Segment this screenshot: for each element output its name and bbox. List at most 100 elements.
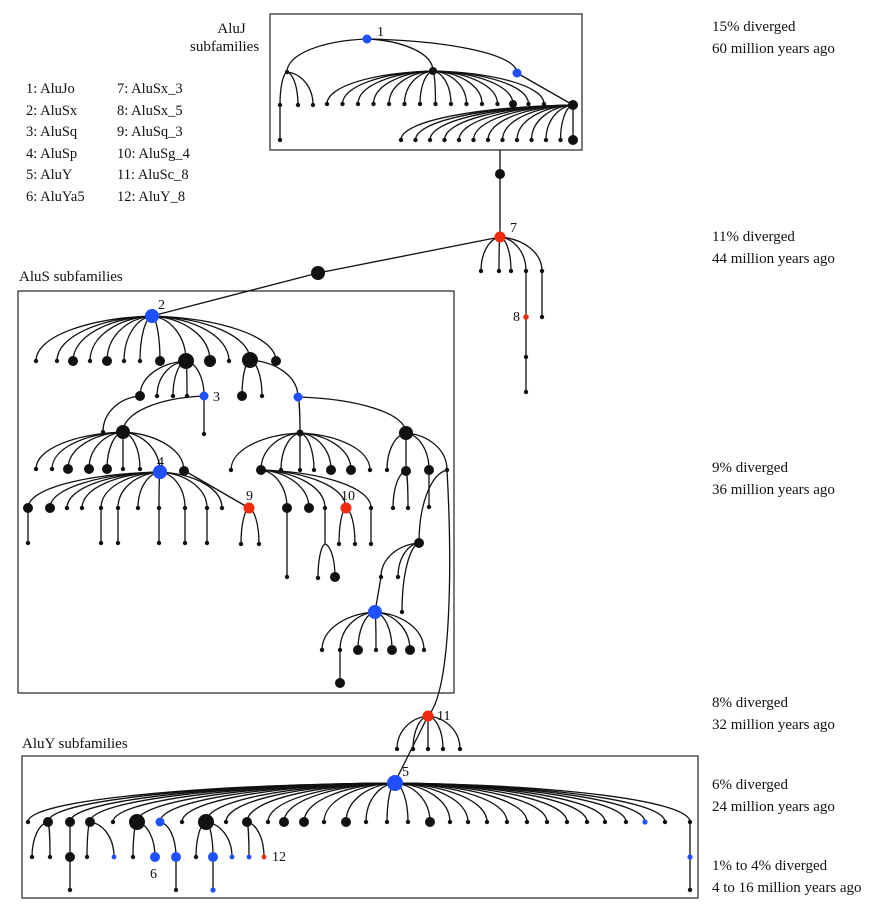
tree-node-111 [346, 465, 356, 475]
tree-node-11 [386, 101, 392, 107]
tree-node-30 [500, 137, 505, 143]
aluy-box [21, 755, 699, 899]
tree-node-59 [226, 358, 232, 364]
tree-node-177 [564, 819, 570, 825]
tree-edge-189 [89, 821, 115, 858]
tree-node-197 [210, 887, 216, 893]
tree-node-114 [304, 503, 314, 513]
tree-node-151 [25, 819, 31, 825]
tree-edge-61 [151, 315, 277, 362]
tree-edge-83 [100, 471, 161, 509]
tree-node-186 [65, 852, 75, 862]
aluj-box [269, 13, 583, 151]
tree-edge-33 [545, 104, 574, 141]
tree-node-94 [98, 540, 104, 546]
tree-node-54 [121, 358, 127, 364]
tree-node-18 [495, 101, 500, 107]
tree-node-136 [319, 647, 325, 653]
tree-node-192 [171, 852, 181, 862]
tree-node-194 [193, 854, 199, 860]
tree-edge-192 [159, 821, 177, 858]
node-label-12: 12 [272, 850, 286, 865]
tree-edge-145 [396, 715, 429, 750]
tree-node-141 [405, 645, 415, 655]
tree-node-99 [153, 465, 167, 479]
key-entry-3: 3: AluSq [26, 124, 78, 140]
tree-edge-84 [117, 471, 161, 509]
tree-node-115 [322, 505, 328, 511]
tree-node-150 [422, 710, 434, 722]
tree-node-71 [49, 466, 55, 472]
tree-node-90 [243, 502, 255, 514]
tree-edge-144 [427, 469, 451, 717]
tree-node-112 [367, 467, 373, 473]
tree-edge-54 [123, 315, 153, 362]
tree-edge-49 [35, 315, 153, 362]
tree-node-23 [398, 137, 404, 143]
tree-node-93 [25, 540, 31, 546]
tree-node-142 [421, 647, 427, 653]
key-entry-8: 8: AluSx_5 [117, 102, 183, 119]
tree-edge-27 [458, 104, 574, 141]
tree-node-36 [362, 34, 372, 44]
tree-node-144 [145, 309, 159, 323]
tree-node-132 [378, 574, 384, 580]
tree-node-13 [417, 101, 423, 107]
tree-node-72 [63, 464, 73, 474]
tree-node-157 [155, 817, 165, 827]
tree-node-15 [448, 101, 454, 107]
tree-node-40 [508, 268, 514, 274]
tree-node-118 [336, 541, 342, 547]
tree-edges [27, 38, 691, 890]
tree-node-165 [321, 819, 327, 825]
tree-node-24 [413, 137, 418, 143]
tree-node-25 [427, 137, 433, 143]
tree-node-176 [544, 819, 550, 825]
key-entry-5: 5: AluY [26, 167, 73, 183]
tree-node-146 [410, 746, 416, 752]
tree-node-135 [368, 605, 382, 619]
tree-node-35 [568, 135, 578, 145]
tree-node-191 [150, 852, 160, 862]
tree-nodes [23, 34, 693, 893]
node-label-8: 8 [513, 310, 520, 325]
tree-edge-59 [151, 315, 230, 362]
tree-edge-68 [122, 395, 205, 433]
tree-edge-88 [159, 471, 208, 509]
node-label-5: 5 [402, 765, 409, 780]
tree-node-10 [371, 101, 376, 107]
tree-edge-5 [286, 71, 299, 106]
tree-node-6 [277, 137, 283, 143]
tree-node-17 [479, 101, 485, 107]
tree-node-26 [442, 137, 447, 143]
tree-node-156 [129, 814, 145, 830]
tree-node-68 [116, 425, 130, 439]
tree-node-134 [399, 609, 405, 615]
tree-node-143 [335, 678, 345, 688]
tree-node-27 [456, 137, 462, 143]
tree-node-148 [440, 746, 446, 752]
tree-node-28 [471, 137, 476, 143]
tree-edge-198 [246, 821, 250, 858]
tree-edge-22 [432, 70, 545, 105]
tree-node-155 [110, 819, 116, 825]
tree-node-130 [426, 504, 432, 510]
tree-edge-80 [49, 471, 161, 509]
tree-node-117 [368, 505, 374, 511]
key-entry-1: 1: AluJo [26, 81, 75, 97]
tree-node-162 [265, 819, 271, 825]
tree-node-123 [368, 541, 374, 547]
tree-node-44 [523, 354, 529, 360]
tree-node-7 [324, 101, 330, 107]
tree-node-80 [45, 503, 55, 513]
tree-node-124 [384, 467, 390, 473]
tree-node-89 [219, 505, 225, 511]
alus-box [17, 290, 455, 694]
key-col-2: 7: AluSx_3 8: AluSx_5 9: AluSq_3 10: Alu… [117, 79, 190, 208]
tree-node-108 [297, 467, 303, 473]
node-label-3: 3 [213, 390, 220, 405]
tree-node-199 [261, 854, 267, 860]
tree-edge-117 [338, 507, 347, 545]
